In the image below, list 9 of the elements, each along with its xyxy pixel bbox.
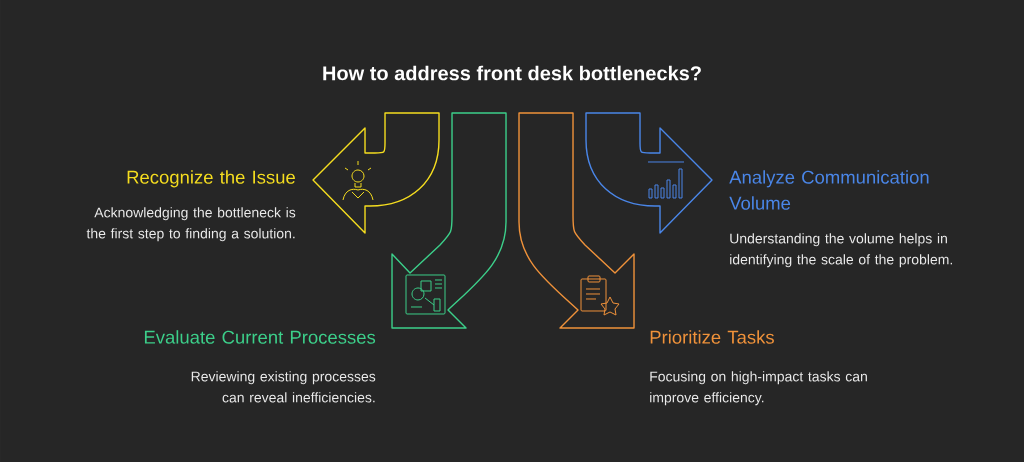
description: Focusing on high-impact tasks can improve efficiency. (650, 371, 867, 406)
heading: Prioritize Tasks (650, 330, 774, 344)
description: Reviewing existing processes can reveal inefficiencies. (191, 371, 376, 403)
heading: Recognize the Issue (127, 170, 295, 188)
description: Acknowledging the bottleneck is the first step to finding a solution. (86, 207, 296, 242)
title: How to address front desk bottlenecks? (323, 65, 701, 81)
description: Understanding the volume helps in identifying the scale of the problem. (730, 233, 952, 268)
heading: Analyze Communication Volume (729, 170, 929, 210)
heading: Evaluate Current Processes (144, 330, 376, 344)
